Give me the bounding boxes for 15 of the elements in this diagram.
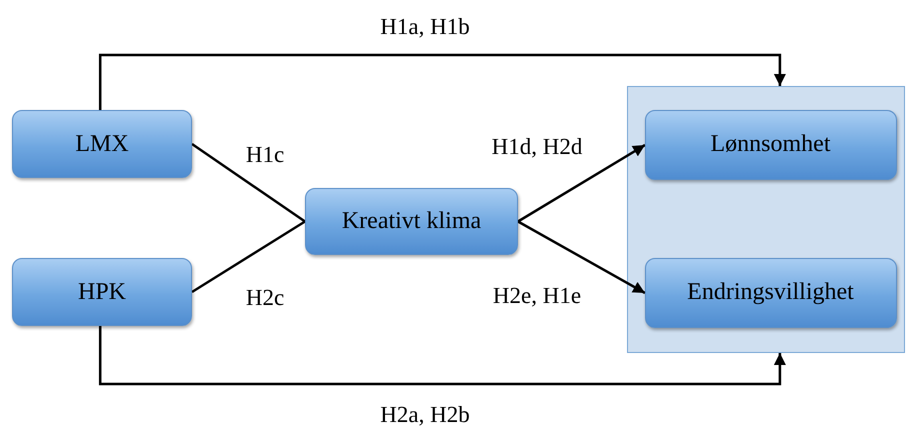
arrow <box>517 144 646 223</box>
node-label: HPK <box>78 278 126 306</box>
process-box <box>12 258 192 326</box>
node-label: LMX <box>75 130 129 158</box>
process-box <box>305 188 518 255</box>
arrow <box>517 220 646 294</box>
arrow <box>98 326 786 386</box>
node-label: Endringsvillighet <box>687 279 854 306</box>
process-box <box>644 110 896 180</box>
node-label: Lønnsomhet <box>710 131 830 158</box>
process-box <box>12 110 192 178</box>
arrow <box>98 54 786 110</box>
group-panel <box>627 86 905 353</box>
node-label: Kreativt klima <box>342 208 482 235</box>
process-box <box>644 258 896 328</box>
